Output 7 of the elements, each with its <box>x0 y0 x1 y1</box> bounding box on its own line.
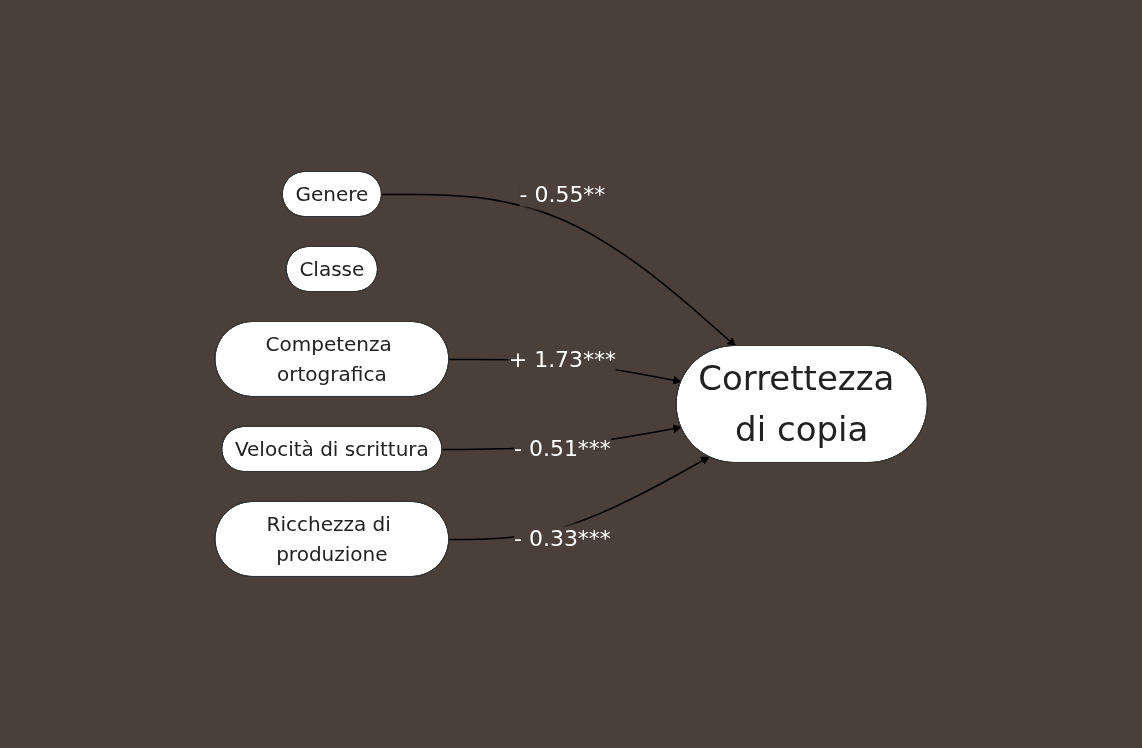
variable-ellipse: Classe <box>285 246 378 292</box>
variable-ellipse: Competenza ortografica <box>214 321 450 397</box>
arrow <box>381 193 736 347</box>
variable-ellipse: Genere <box>281 171 382 217</box>
variable-ellipse: Correttezza di copia <box>675 345 928 463</box>
variable-ellipse: Ricchezza di produzione <box>214 501 450 577</box>
variable-ellipse: Velocità di scrittura <box>221 426 443 472</box>
